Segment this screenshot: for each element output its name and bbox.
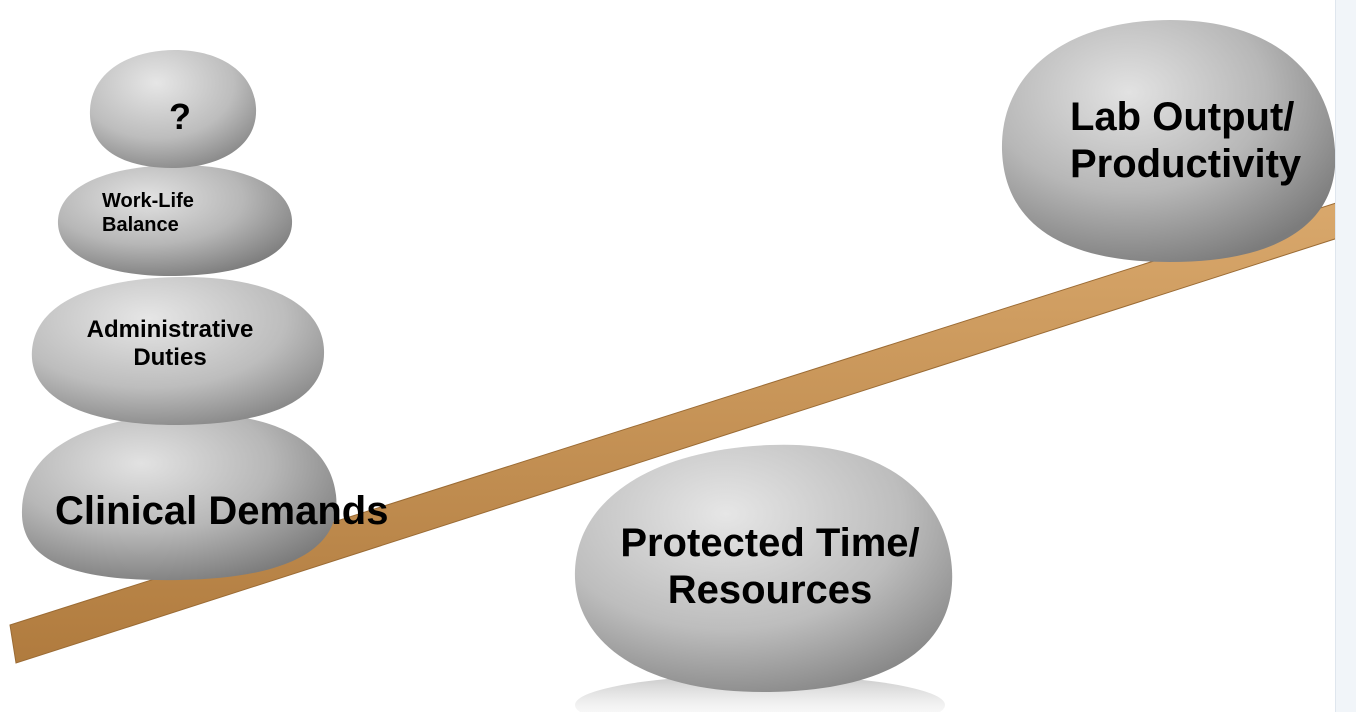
administrative-line1: Administrative — [86, 316, 254, 343]
work-life-line2: Balance — [102, 213, 179, 236]
protected-line2: Resources — [667, 568, 873, 613]
stone-administrative-duties — [31, 276, 325, 426]
fulcrum-reflection — [575, 675, 945, 712]
stone-protected-time — [574, 444, 953, 693]
lab-output-line1: Lab Output/ — [1070, 95, 1295, 139]
stone-clinical-demands — [21, 413, 337, 581]
work-life-balance-label: Work-Life Balance — [90, 190, 252, 237]
right-edge-strip — [1335, 0, 1356, 712]
lab-output-label: Lab Output/ Productivity — [1070, 94, 1356, 188]
work-life-line1: Work-Life — [102, 190, 194, 212]
stone-question — [89, 50, 257, 168]
stone-lab-output — [1001, 20, 1336, 262]
administrative-duties-label: Administrative Duties — [50, 316, 290, 373]
protected-time-label: Protected Time/ Resources — [580, 520, 960, 614]
stone-work-life-balance — [57, 164, 293, 277]
question-label: ? — [169, 96, 191, 137]
protected-line1: Protected Time/ — [620, 521, 920, 565]
clinical-demands-label: Clinical Demands — [55, 489, 389, 533]
lab-output-line2: Productivity — [1070, 142, 1302, 187]
administrative-line2: Duties — [133, 344, 207, 372]
